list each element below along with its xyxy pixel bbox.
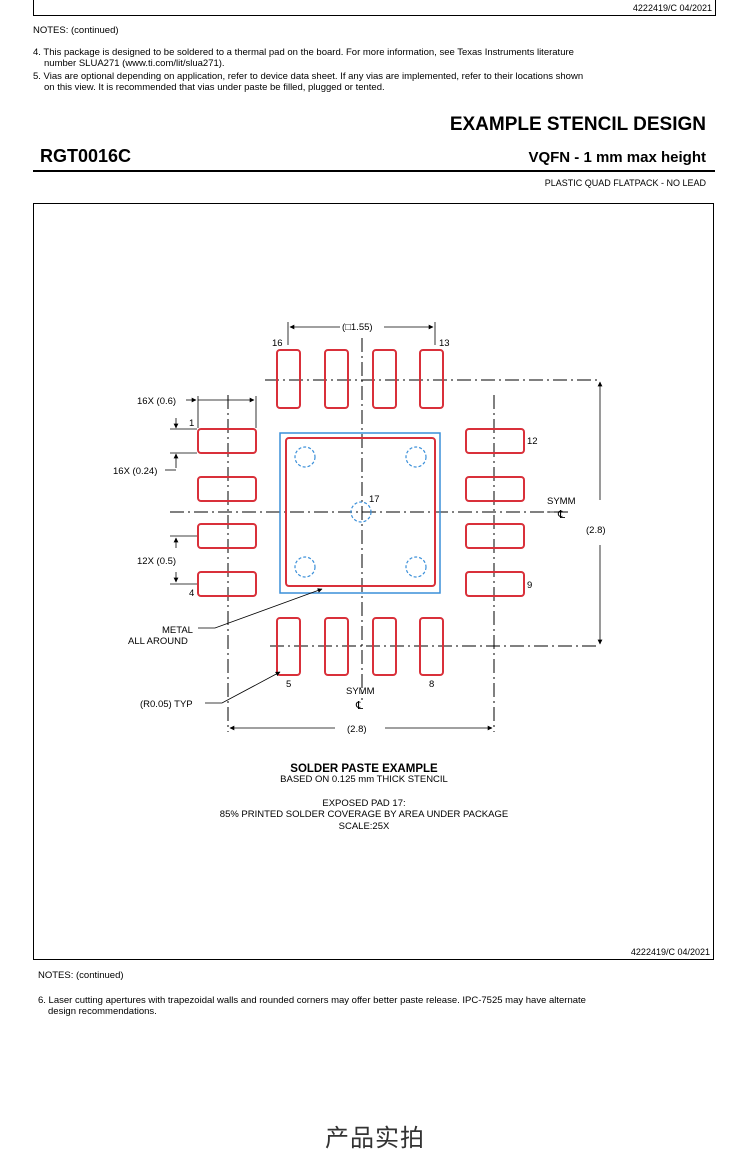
dim-top-label: (□1.55): [342, 322, 373, 333]
centerline-right-symbol: ℄: [557, 509, 565, 521]
note-6-line-2: design recommendations.: [48, 1006, 157, 1017]
dim-16x-024-label: 16X (0.24): [113, 466, 157, 477]
pad-10: [465, 523, 525, 549]
pin-1-label: 1: [189, 418, 194, 429]
top-pads: [276, 349, 444, 409]
pad-16: [276, 349, 301, 409]
dim-16x-06-label: 16X (0.6): [137, 396, 176, 407]
product-photo-caption: 产品实拍: [325, 1124, 425, 1152]
pin-8-label: 8: [429, 679, 434, 690]
via-top-right: [405, 446, 427, 468]
note-5-line-1: 5. Vias are optional depending on applic…: [33, 71, 584, 82]
exposed-pad-paste: [285, 437, 436, 587]
pin-12-label: 12: [527, 436, 538, 447]
metal-label-line-2: ALL AROUND: [128, 636, 188, 647]
pin-9-label: 9: [527, 580, 532, 591]
package-description: VQFN - 1 mm max height: [528, 149, 706, 166]
drawing-frame: [33, 203, 714, 960]
metal-label-line-1: METAL: [162, 625, 193, 636]
pad-3: [197, 523, 257, 549]
pin-16-label: 16: [272, 338, 283, 349]
pin-4-label: 4: [189, 588, 194, 599]
symm-right-label: SYMM: [547, 496, 576, 507]
via-bottom-left: [294, 556, 316, 578]
vias: [294, 446, 427, 578]
pad-11: [465, 476, 525, 502]
notes-heading-bottom: NOTES: (continued): [38, 970, 124, 981]
caption-scale: SCALE:25X: [339, 821, 390, 832]
pad-13: [419, 349, 444, 409]
pad-8: [419, 617, 444, 676]
note-6-line-1: 6. Laser cutting apertures with trapezoi…: [38, 995, 586, 1006]
metal-outline: [279, 432, 441, 594]
notes-heading-top: NOTES: (continued): [33, 25, 119, 36]
pin-13-label: 13: [439, 338, 450, 349]
note-4-line-1: 4. This package is designed to be solder…: [33, 47, 574, 58]
via-center: [350, 501, 372, 523]
centerline-bottom-symbol: ℄: [355, 700, 363, 712]
header-rule: [33, 170, 715, 172]
caption-title: SOLDER PASTE EXAMPLE: [290, 763, 438, 775]
dimension-lines: [165, 322, 603, 731]
note-5-line-2: on this view. It is recommended that via…: [44, 82, 385, 93]
bottom-pads: [276, 617, 444, 676]
pad-1: [197, 428, 257, 454]
via-top-left: [294, 446, 316, 468]
pad-7: [372, 617, 397, 676]
pin-5-label: 5: [286, 679, 291, 690]
frame-doc-ref: 4222419/C 04/2021: [630, 947, 710, 957]
top-frame: [33, 0, 716, 16]
caption-subtitle: BASED ON 0.125 mm THICK STENCIL: [280, 774, 448, 785]
left-pads: [197, 428, 257, 597]
pad-15: [324, 349, 349, 409]
top-doc-ref: 4222419/C 04/2021: [632, 3, 712, 13]
pad-12: [465, 428, 525, 454]
pad-6: [324, 617, 349, 676]
package-code: RGT0016C: [40, 146, 132, 166]
pad-9: [465, 571, 525, 597]
caption-exposed-pad: EXPOSED PAD 17:: [322, 798, 405, 809]
centerlines: [170, 338, 600, 732]
pad-17-label: 17: [369, 494, 380, 505]
dim-28-right-label: (2.8): [586, 525, 606, 536]
dim-12x-05-label: 12X (0.5): [137, 556, 176, 567]
pad-5: [276, 617, 301, 676]
package-type: PLASTIC QUAD FLATPACK - NO LEAD: [544, 178, 706, 188]
symm-bottom-label: SYMM: [346, 686, 375, 697]
pad-4: [197, 571, 257, 597]
via-bottom-right: [405, 556, 427, 578]
pad-14: [372, 349, 397, 409]
pad-2: [197, 476, 257, 502]
caption-coverage: 85% PRINTED SOLDER COVERAGE BY AREA UNDE…: [220, 809, 508, 820]
right-pads: [465, 428, 525, 597]
note-4-line-2: number SLUA271 (www.ti.com/lit/slua271).: [44, 58, 225, 69]
stencil-design-title: EXAMPLE STENCIL DESIGN: [449, 114, 706, 135]
dim-28-bottom-label: (2.8): [347, 724, 367, 735]
radius-typ-label: (R0.05) TYP: [140, 699, 193, 710]
